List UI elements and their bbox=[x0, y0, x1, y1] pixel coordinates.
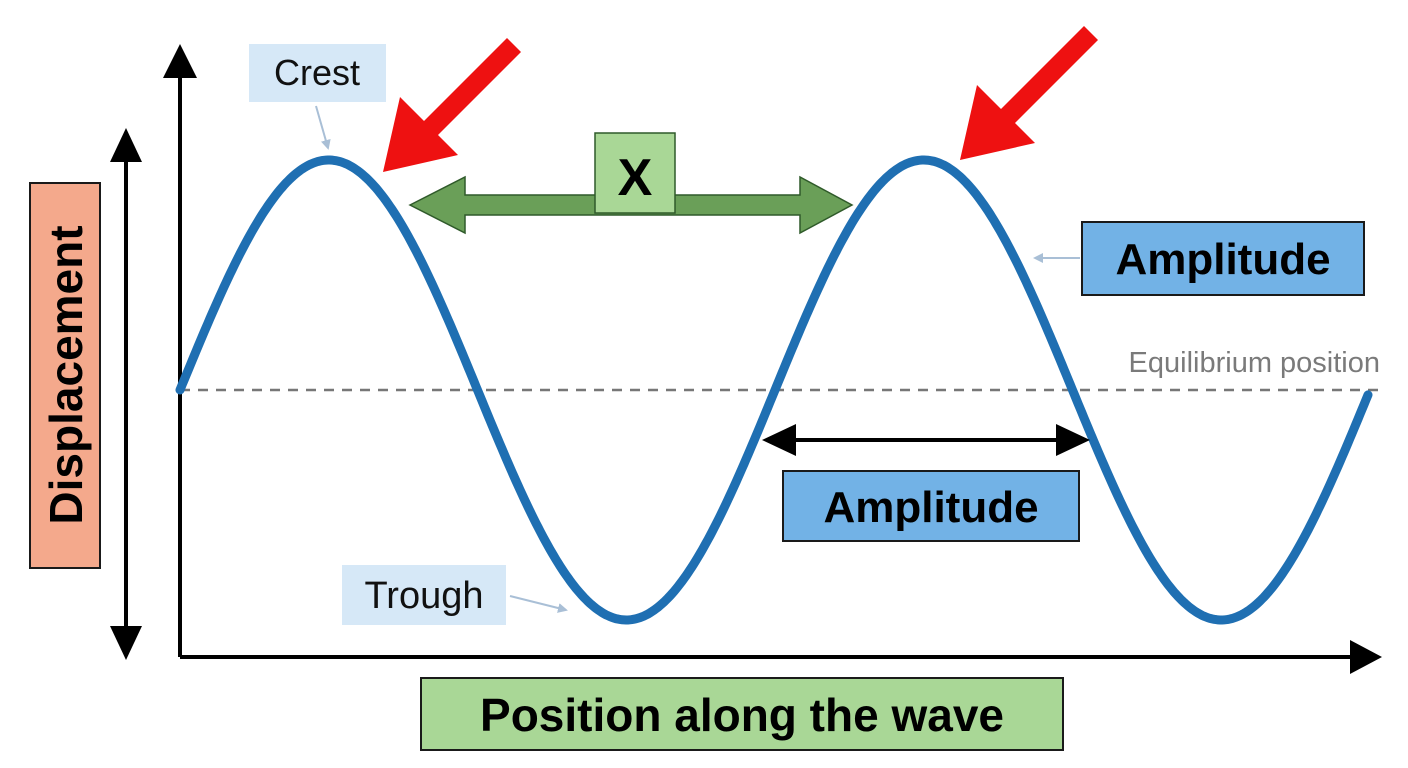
x-marker-label: X bbox=[618, 149, 653, 207]
red-arrow-icon bbox=[383, 38, 521, 172]
trough-callout-box bbox=[342, 565, 506, 625]
crest-callout-box bbox=[249, 44, 386, 102]
y-axis-arrowhead-icon bbox=[163, 44, 197, 78]
x-axis-title: Position along the wave bbox=[480, 689, 1004, 741]
red-arrow-icon-right bbox=[960, 26, 1098, 160]
y-axis-title-box bbox=[29, 182, 101, 569]
trough-pointer-icon bbox=[509, 595, 568, 613]
y-axis-title: Displacement bbox=[40, 225, 92, 524]
amplitude-label-box-lower bbox=[782, 470, 1080, 542]
x-axis-title-box bbox=[420, 677, 1064, 751]
amplitude-label-box-right bbox=[1081, 221, 1365, 296]
amplitude-label-right: Amplitude bbox=[1115, 235, 1330, 284]
lower-arrow-right-icon bbox=[1056, 424, 1090, 456]
crest-pointer-icon bbox=[315, 105, 331, 150]
wave-curve bbox=[175, 155, 1373, 625]
lower-arrow-left-icon bbox=[762, 424, 796, 456]
equilibrium-label: Equilibrium position bbox=[1129, 347, 1380, 379]
trough-label: Trough bbox=[365, 575, 484, 617]
crest-label: Crest bbox=[274, 52, 360, 93]
x-axis-arrowhead-icon bbox=[1350, 640, 1382, 674]
displacement-arrow-down-icon bbox=[110, 626, 142, 660]
amplitude-label-lower: Amplitude bbox=[823, 483, 1038, 532]
x-marker-box bbox=[594, 132, 676, 214]
displacement-arrow-up-icon bbox=[110, 128, 142, 162]
